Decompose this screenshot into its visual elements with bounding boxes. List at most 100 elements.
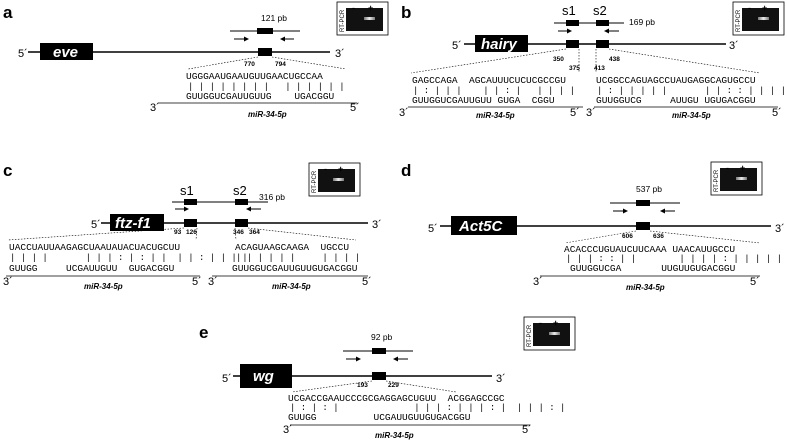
amplicon-size: 121 pb — [261, 13, 287, 23]
mirna-3prime: 3´ — [208, 276, 218, 288]
three-prime-label: 3´ — [775, 223, 785, 235]
rt-pcr-label: RT-PCR — [312, 170, 318, 193]
target-site-s2 — [596, 40, 609, 48]
site1-end: 375 — [569, 65, 580, 72]
gel-band — [549, 332, 560, 335]
lane-plus: + — [740, 163, 745, 173]
site-start: 770 — [244, 61, 255, 68]
amplicon-size: 169 pb — [629, 17, 655, 27]
site-end: 794 — [275, 61, 286, 68]
mirna-label: miR-34-5p — [375, 431, 414, 440]
site2-end: 364 — [249, 229, 260, 236]
mirna-3prime: 3´ — [586, 107, 596, 119]
forward-primer-arrow — [346, 356, 361, 362]
target-site-s1 — [566, 40, 579, 48]
mirna-5prime: 5´ — [570, 107, 580, 119]
mirna-5prime: 5´ — [350, 102, 360, 114]
rt-pcr-label: RT-PCR — [527, 324, 533, 347]
panel-b: b RT-PCR - + s1 s2 169 pb 5 — [399, 1, 786, 120]
amplicon-size: 92 pb — [371, 332, 393, 342]
site-start: 193 — [357, 382, 368, 389]
rt-pcr-label: RT-PCR — [340, 9, 346, 32]
target-seq: GAGCCAGA AGCAUUUCUCUCGCCGU — [412, 75, 566, 86]
mirna-3prime: 3´ — [399, 107, 409, 119]
panel-letter: e — [199, 323, 208, 342]
mirna-5prime: 5´ — [192, 276, 202, 288]
gel-band — [333, 178, 344, 181]
duplex-s1: GAGCCAGA AGCAUUUCUCUCGCCGU | : | | | | |… — [399, 75, 583, 120]
target-site — [372, 372, 386, 380]
five-prime-label: 5´ — [18, 48, 28, 60]
pairing: | : | | | | | | | : : | | | | — [597, 86, 786, 96]
gene-box — [451, 216, 517, 235]
gene-map: 5´ wg 3´ 193 229 — [222, 364, 506, 393]
mirna-3prime: 3´ — [533, 276, 543, 288]
reverse-primer-arrow — [393, 356, 408, 362]
mirna-label: miR-34-5p — [248, 110, 287, 119]
pairing: | | | | | | | | | | | | | | — [188, 82, 345, 92]
reverse-primer-arrow — [280, 36, 294, 42]
amplicon: 92 pb — [343, 332, 413, 362]
three-prime-label: 3´ — [729, 40, 739, 52]
duplex: UGGGAAUGAAUGUUGAACUGCCAA | | | | | | | |… — [150, 71, 360, 119]
mirna-5prime: 5´ — [522, 424, 532, 436]
lane-plus: + — [762, 3, 767, 13]
rt-pcr-gel: RT-PCR - + — [308, 162, 361, 197]
gene-map: 5´ hairy 3´ 350 375 413 438 — [410, 35, 761, 74]
lane-minus: - — [748, 3, 751, 13]
lane-minus: - — [726, 163, 729, 173]
panel-letter: a — [3, 3, 13, 22]
site-end: 229 — [388, 382, 399, 389]
pairing: | : | | | | | : | | | | | — [413, 86, 575, 96]
mirna-3prime: 3´ — [283, 424, 293, 436]
panel-letter: d — [401, 161, 411, 180]
gene-name: hairy — [481, 36, 518, 53]
panel-letter: b — [401, 3, 411, 22]
reverse-primer-arrow — [660, 208, 675, 214]
gene-name: ftz-f1 — [115, 215, 151, 232]
target-seq: ACACCCUGUAUCUUCAAA UAACAUUGCCU — [564, 244, 735, 255]
gene-box — [40, 43, 93, 60]
lane-plus: + — [553, 318, 558, 328]
mirna-seq: GUUGGUCGAUUGUUGUGACGGU — [232, 263, 358, 274]
five-prime-label: 5´ — [222, 373, 232, 385]
mirna-5prime: 5´ — [750, 276, 760, 288]
mirna-5prime: 5´ — [772, 107, 782, 119]
reverse-primer-arrow — [604, 28, 619, 34]
mirna-seq: GUUGGUCGAUUGUUG UGACGGU — [186, 91, 335, 102]
amplicon: s1 s2 169 pb — [554, 3, 655, 34]
target-site-s2 — [235, 219, 248, 227]
duplex: UCGACCGAAUCCCGCGAGGAGCUGUU ACGGAGCCGC | … — [283, 393, 565, 440]
site-label-s2: s2 — [593, 3, 607, 18]
site-start: 606 — [622, 233, 633, 240]
mirna-seq: GUUGG UCGAUUGUUGUGACGGU — [288, 412, 471, 423]
lane-minus: - — [324, 164, 327, 174]
panel-letter: c — [3, 161, 12, 180]
five-prime-label: 5´ — [452, 40, 462, 52]
forward-primer-arrow — [558, 28, 572, 34]
three-prime-label: 3´ — [372, 219, 382, 231]
target-seq: UCGGCCAGUAGCCUAUGAGGCAGUGCCU — [596, 75, 756, 86]
mirna-seq: GUUGGUCG AUUGU UGUGACGGU — [596, 95, 756, 106]
target-site — [636, 222, 650, 230]
pairing: | | | | | | | : | : | | | | : | | | | — [10, 253, 248, 263]
forward-primer-arrow — [175, 206, 189, 212]
site-end: 636 — [653, 233, 664, 240]
target-seq: ACAGUAAGCAAGA UGCCU — [235, 242, 349, 253]
gel-band — [736, 177, 747, 180]
pairing: | | | | | | | | | | — [236, 253, 360, 263]
site-label-s1: s1 — [180, 183, 194, 198]
mirna-3prime: 3´ — [3, 276, 13, 288]
site2-start: 346 — [233, 229, 244, 236]
panel-c: c RT-PCR - + s1 s2 316 pb 5 — [3, 161, 382, 291]
target-site-s1 — [184, 219, 197, 227]
gene-map: 5´ eve 3´ 770 794 — [18, 43, 347, 70]
gene-map: 5´ ftz-f1 3´ 93 126 346 364 — [7, 214, 382, 241]
panel-a: a RT-PCR - + 121 pb 5´ — [3, 1, 389, 119]
five-prime-label: 5´ — [91, 219, 101, 231]
rt-pcr-gel: RT-PCR - + — [732, 1, 785, 36]
amplicon: 537 pb — [610, 184, 680, 214]
lane-plus: + — [338, 164, 343, 174]
panel-e: e RT-PCR - + 92 pb 5´ wg — [199, 316, 576, 440]
